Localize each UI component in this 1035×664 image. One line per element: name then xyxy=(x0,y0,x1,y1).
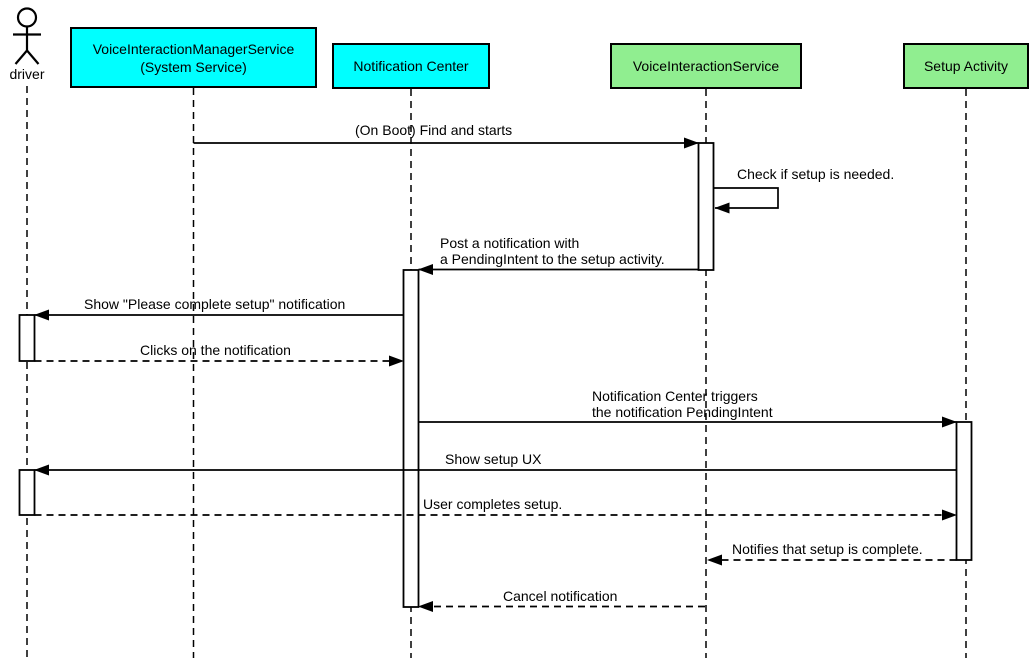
message-label-triggers-pendingintent: Notification Center triggers the notific… xyxy=(592,388,773,420)
message-label-on-boot-find-and-starts: (On Boot) Find and starts xyxy=(355,122,513,138)
participant-setup-activity: Setup Activity xyxy=(903,43,1029,89)
activation-driver-1 xyxy=(18,314,36,362)
activation-bars xyxy=(18,142,973,608)
message-label-clicks-on-notification: Clicks on the notification xyxy=(140,342,291,358)
message-arrows xyxy=(34,137,957,612)
message-label-line: Notification Center triggers xyxy=(592,388,758,404)
participant-voice-interaction-service: VoiceInteractionService xyxy=(610,43,802,89)
message-label-line: the notification PendingIntent xyxy=(592,404,773,420)
participant-voice-interaction-manager-service: VoiceInteractionManagerService (System S… xyxy=(70,27,317,88)
activation-notification-center xyxy=(402,269,420,608)
message-label-line: a PendingIntent to the setup activity. xyxy=(440,251,665,267)
message-label-line: Post a notification with xyxy=(440,235,580,251)
message-label-show-please-complete-setup: Show "Please complete setup" notificatio… xyxy=(84,296,346,312)
message-label-check-if-setup-is-needed: Check if setup is needed. xyxy=(737,166,895,182)
message-label-post-a-notification: Post a notification with a PendingIntent… xyxy=(440,235,665,267)
participant-label-line: (System Service) xyxy=(140,58,247,75)
participant-label: VoiceInteractionService xyxy=(632,58,780,74)
participant-label-line: VoiceInteractionManagerService xyxy=(92,40,295,57)
participant-label: Notification Center xyxy=(353,58,469,74)
participant-label: Setup Activity xyxy=(923,58,1009,74)
activation-driver-2 xyxy=(18,469,36,516)
message-label-user-completes-setup: User completes setup. xyxy=(423,496,563,512)
actor-driver-icon xyxy=(13,7,41,65)
actor-driver-label: driver xyxy=(9,66,45,82)
activation-voice-interaction-service xyxy=(697,142,715,271)
message-label-notifies-setup-complete: Notifies that setup is complete. xyxy=(732,541,923,557)
message-label-show-setup-ux: Show setup UX xyxy=(445,451,542,467)
activation-setup-activity xyxy=(955,421,973,561)
message-label-cancel-notification: Cancel notification xyxy=(503,588,618,604)
arrow-check-if-setup-is-needed-self xyxy=(713,187,779,214)
participant-notification-center: Notification Center xyxy=(332,43,490,89)
